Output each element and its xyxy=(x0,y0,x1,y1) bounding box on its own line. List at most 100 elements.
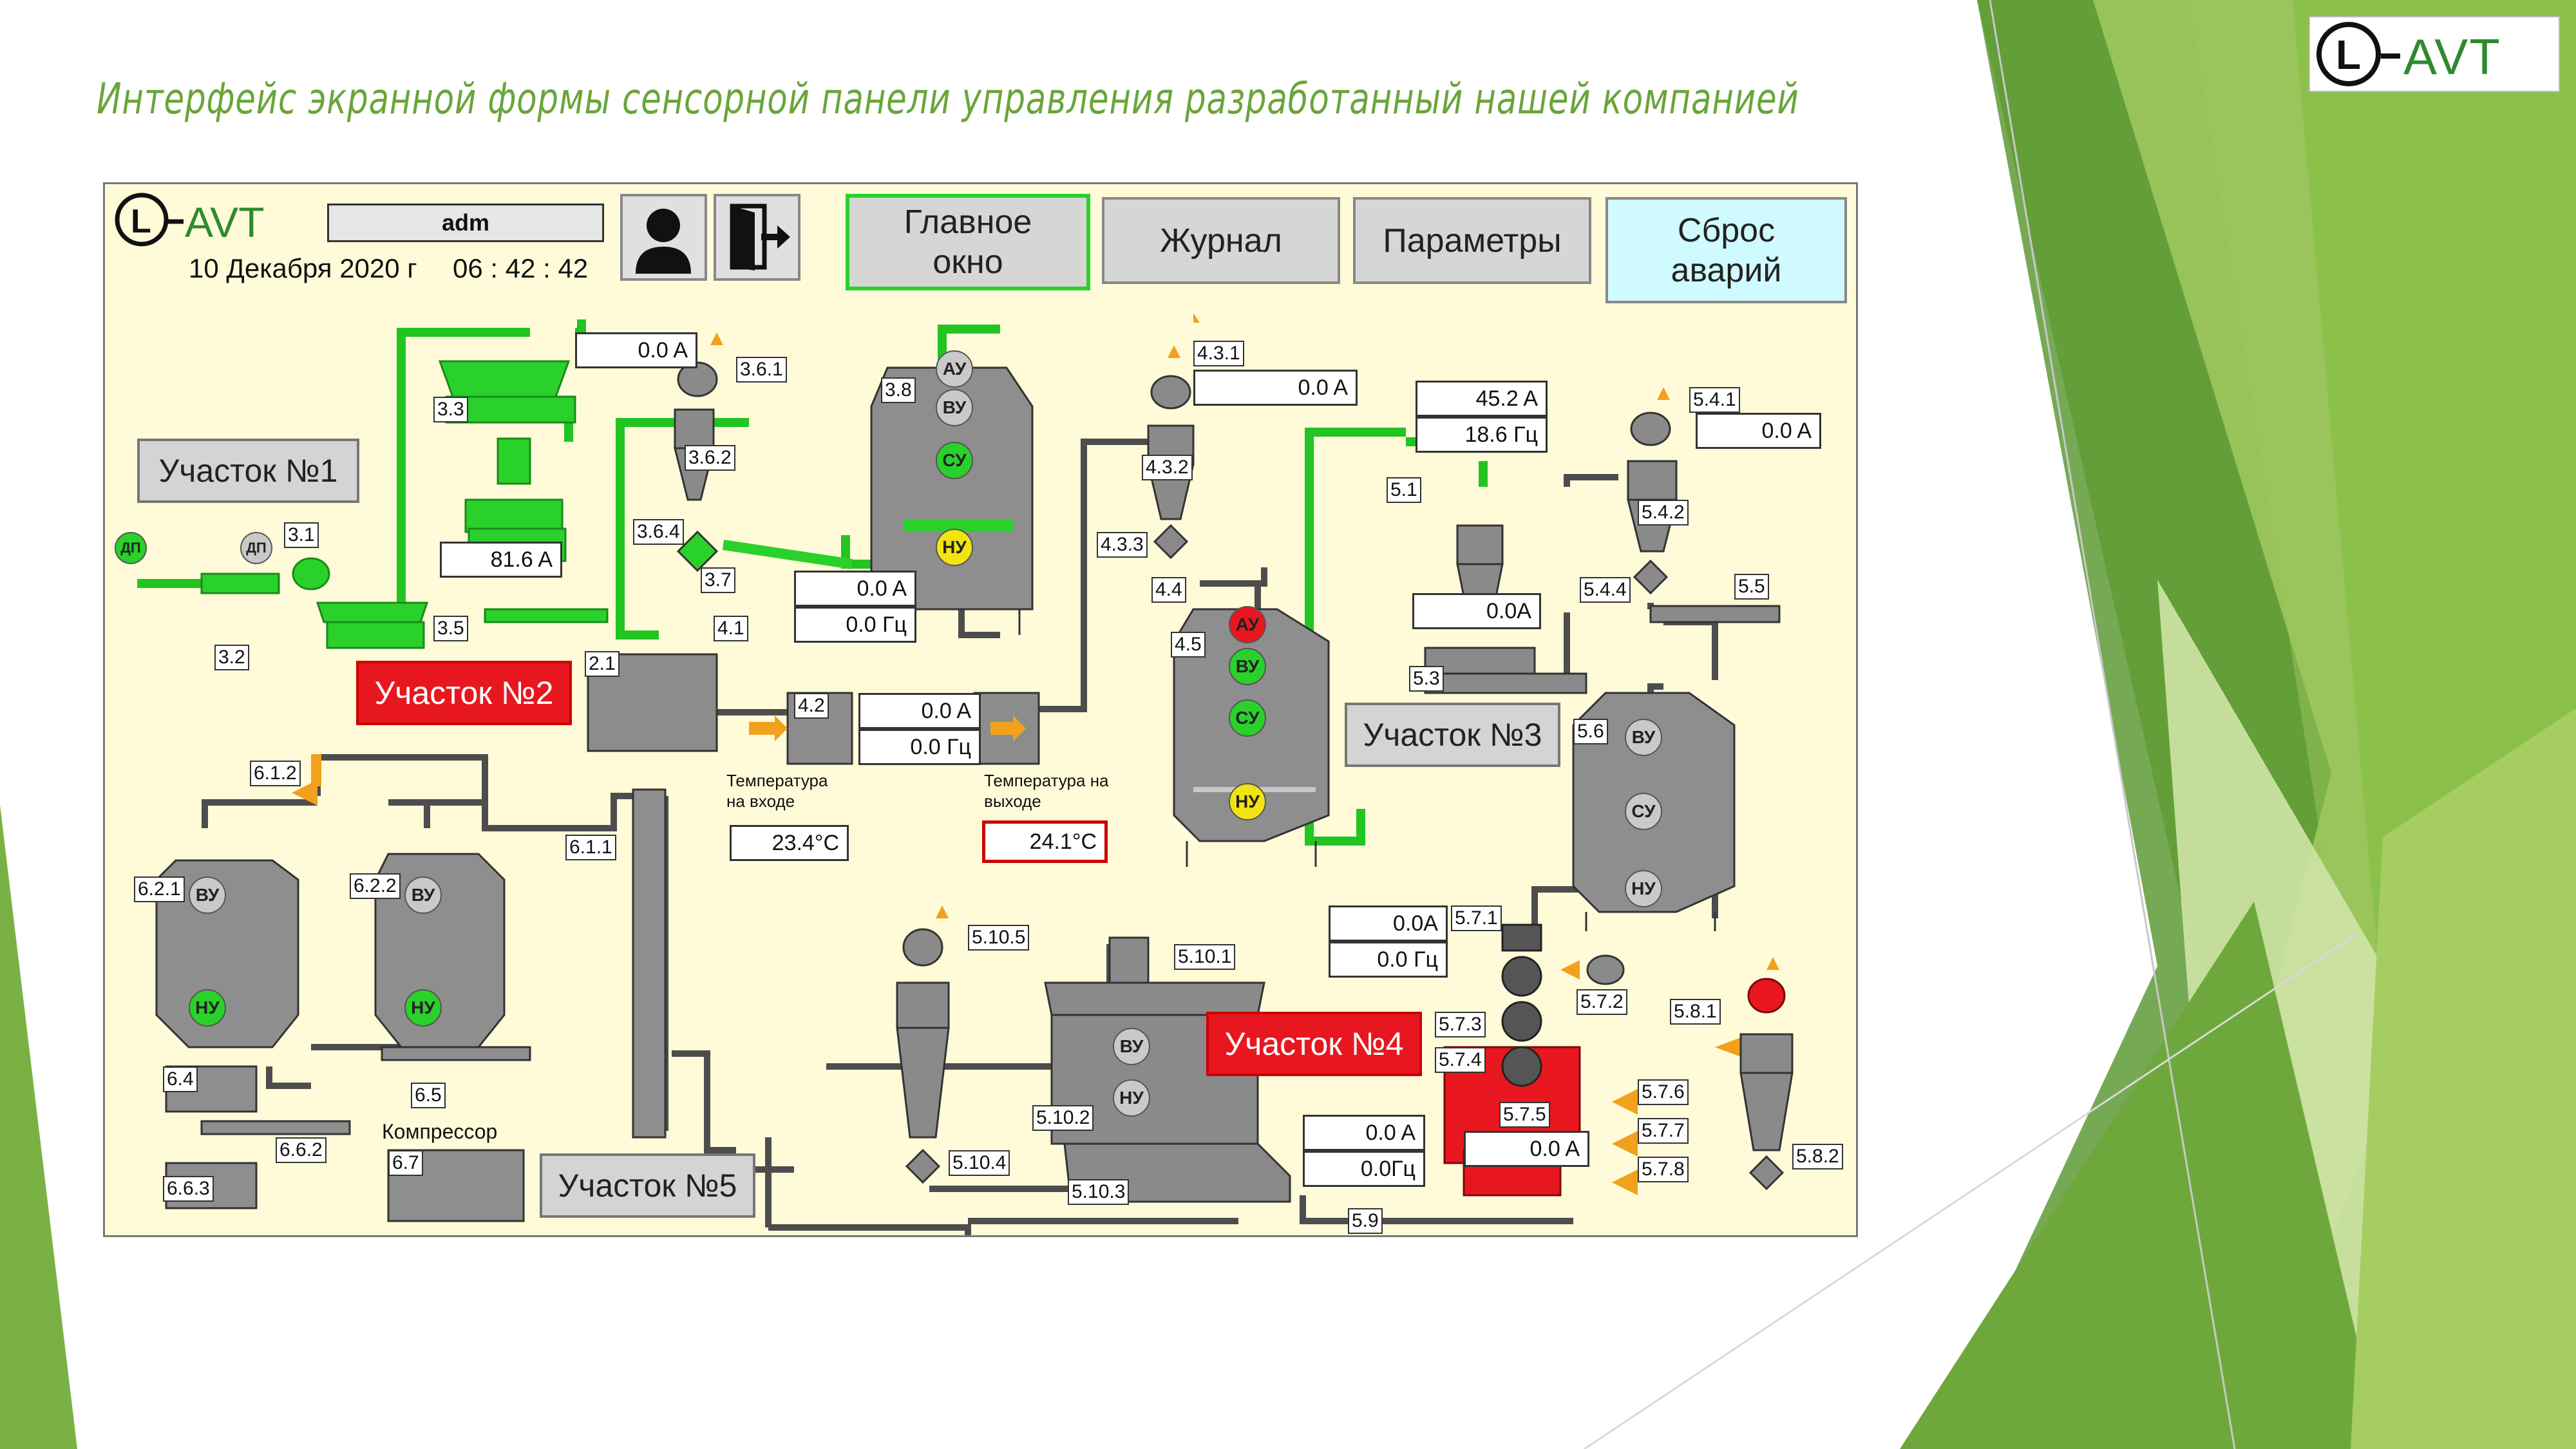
tag: 4.1 xyxy=(714,616,748,641)
temp-in-label: Температура на входе xyxy=(726,771,828,811)
tag: 5.1 xyxy=(1387,477,1421,503)
tag: 5.10.4 xyxy=(949,1150,1010,1176)
indicator-5-10-vu: ВУ xyxy=(1113,1028,1150,1065)
tag: 4.5 xyxy=(1171,632,1206,658)
hmi-logo: L AVT xyxy=(113,191,319,249)
reading-4-3-1: 0.0 A xyxy=(1193,370,1358,406)
tag: 3.5 xyxy=(433,616,468,641)
tag: 6.2.1 xyxy=(134,876,185,902)
tag: 6.6.2 xyxy=(276,1137,327,1163)
tag: 5.6 xyxy=(1573,719,1608,744)
reading-5-1-frequency: 18.6 Гц xyxy=(1416,417,1548,453)
tag: 6.1.1 xyxy=(565,835,616,860)
tag: 6.5 xyxy=(411,1083,446,1108)
tag: 5.7.6 xyxy=(1638,1079,1689,1105)
indicator-6-2-1-nu: НУ xyxy=(189,989,226,1027)
tag: 3.6.4 xyxy=(633,519,684,545)
tag: 4.3.3 xyxy=(1097,532,1148,558)
tag: 5.7.1 xyxy=(1451,905,1502,931)
tag: 5.7.2 xyxy=(1577,989,1627,1015)
section-5-button[interactable]: Участок №5 xyxy=(540,1153,755,1218)
nav-main-button[interactable]: Главное окно xyxy=(846,194,1090,290)
logout-button[interactable] xyxy=(714,194,800,281)
tag: 4.2 xyxy=(794,693,829,719)
nav-journal-button[interactable]: Журнал xyxy=(1102,197,1340,284)
svg-text:AVT: AVT xyxy=(185,198,264,246)
indicator-3-8-su: СУ xyxy=(936,442,973,479)
user-icon xyxy=(636,209,691,274)
tag: 3.6.2 xyxy=(685,445,735,471)
indicator-3-8-nu: НУ xyxy=(936,529,973,566)
lavt-logo-icon: L AVT xyxy=(115,193,264,247)
indicator-4-5-vu: ВУ xyxy=(1229,648,1266,685)
section-4-button[interactable]: Участок №4 xyxy=(1206,1012,1422,1076)
lavt-logo-icon: L AVT xyxy=(2316,22,2501,86)
compressor-label: Компрессор xyxy=(382,1120,498,1143)
section-2-button[interactable]: Участок №2 xyxy=(356,661,572,725)
tag: 4.4 xyxy=(1151,577,1186,603)
tag: 6.6.3 xyxy=(163,1176,214,1202)
tag: 3.8 xyxy=(881,377,916,403)
reading-3-6-1: 0.0 A xyxy=(575,332,697,368)
temp-out-label: Температура на выходе xyxy=(984,771,1109,811)
date-label: 10 Декабря 2020 г xyxy=(189,253,417,283)
tag: 2.1 xyxy=(585,651,620,677)
reading-3-7-current: 0.0 A xyxy=(794,571,916,607)
temp-in-reading: 23.4°C xyxy=(730,825,849,861)
tag: 6.1.2 xyxy=(250,761,301,786)
tag: 5.8.1 xyxy=(1670,999,1721,1025)
hmi-panel: L AVT adm 10 Декабря 2020 г 06 : 42 : 42… xyxy=(103,182,1858,1237)
tag: 5.10.2 xyxy=(1032,1105,1094,1131)
tag: 5.10.3 xyxy=(1068,1179,1130,1205)
tag: 5.7.4 xyxy=(1435,1047,1486,1073)
reading-5-3: 0.0А xyxy=(1412,593,1541,629)
indicator-5-6-vu: ВУ xyxy=(1625,719,1662,756)
svg-text:AVT: AVT xyxy=(2403,28,2501,85)
reading-5-7-1-current: 0.0A xyxy=(1329,905,1448,942)
tag: 6.4 xyxy=(163,1066,198,1092)
reading-3-7-frequency: 0.0 Гц xyxy=(794,607,916,643)
indicator-4-5-su: СУ xyxy=(1229,699,1266,737)
logout-icon xyxy=(730,204,790,270)
tag: 5.10.1 xyxy=(1174,944,1236,970)
indicator-3-8-au: АУ xyxy=(936,350,973,388)
indicator-5-6-su: СУ xyxy=(1625,793,1662,830)
alarm-reset-button[interactable]: Сброс аварий xyxy=(1605,197,1847,303)
indicator-dp: ДП xyxy=(240,532,272,564)
reading-5-9-frequency: 0.0Гц xyxy=(1303,1151,1425,1187)
section-1-button[interactable]: Участок №1 xyxy=(137,439,359,503)
tag: 3.7 xyxy=(701,567,735,593)
user-button[interactable] xyxy=(620,194,707,281)
slide-title: Интерфейс экранной формы сенсорной панел… xyxy=(97,74,1799,124)
reading-5-1-current: 45.2 A xyxy=(1416,381,1548,417)
section-3-button[interactable]: Участок №3 xyxy=(1345,703,1560,767)
tag: 5.10.5 xyxy=(968,925,1030,951)
indicator-6-2-2-nu: НУ xyxy=(404,989,442,1027)
tag: 5.7.7 xyxy=(1638,1118,1689,1144)
reading-3-5: 81.6 A xyxy=(440,542,562,578)
tag: 5.9 xyxy=(1348,1208,1383,1234)
reading-4-2-current: 0.0 A xyxy=(858,693,981,729)
tag: 5.3 xyxy=(1409,666,1444,692)
tag: 5.7.8 xyxy=(1638,1157,1689,1182)
reading-4-2-frequency: 0.0 Гц xyxy=(858,729,981,765)
indicator-4-5-nu: НУ xyxy=(1229,783,1266,820)
indicator-6-2-2-vu: ВУ xyxy=(404,876,442,914)
reading-5-9-current: 0.0 A xyxy=(1303,1115,1425,1151)
tag: 3.1 xyxy=(284,522,319,548)
indicator-5-6-nu: НУ xyxy=(1625,870,1662,907)
tag: 5.7.3 xyxy=(1435,1012,1486,1037)
tag: 5.7.5 xyxy=(1499,1102,1550,1128)
tag: 4.3.2 xyxy=(1142,455,1193,480)
company-logo: L AVT xyxy=(2309,16,2560,92)
reading-5-7-5: 0.0 A xyxy=(1464,1131,1589,1167)
indicator-6-2-1-vu: ВУ xyxy=(189,876,226,914)
reading-5-4-1: 0.0 A xyxy=(1696,413,1821,449)
tag: 5.4.4 xyxy=(1580,577,1631,603)
tag: 3.2 xyxy=(214,645,249,670)
indicator-3-8-vu: ВУ xyxy=(936,389,973,426)
svg-text:L: L xyxy=(2336,32,2361,78)
tag: 5.5 xyxy=(1734,574,1769,600)
nav-params-button[interactable]: Параметры xyxy=(1353,197,1591,284)
